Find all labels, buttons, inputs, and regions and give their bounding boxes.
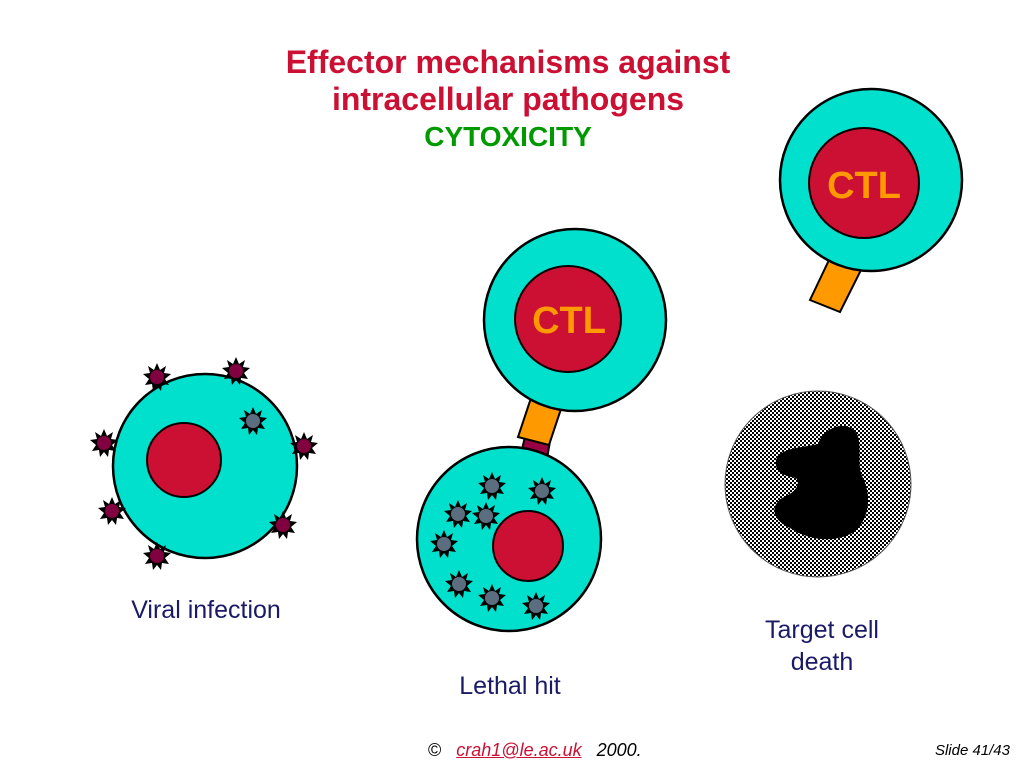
caption-target-cell-death: Target cell death (732, 614, 912, 678)
title-line-1: Effector mechanisms against (285, 44, 731, 80)
footer-year: 2000. (596, 740, 642, 760)
ctl-label: CTL (827, 165, 901, 207)
target-nucleus (492, 510, 564, 582)
fragmented-nucleus-icon (774, 425, 869, 540)
title-subtitle: CYTOXICITY (424, 121, 592, 152)
ctl-cell-free: CTL (778, 87, 964, 314)
caption-viral-infection: Viral infection (131, 596, 281, 624)
ctl-nucleus (808, 127, 920, 239)
footer-credit: © crah1@le.ac.uk 2000. (428, 740, 642, 761)
ctl-label: CTL (532, 300, 606, 342)
infected-nucleus (146, 422, 222, 498)
author-email-link[interactable]: crah1@le.ac.uk (456, 740, 582, 760)
slide-number: Slide 41/43 (934, 742, 1010, 759)
dying-cell (724, 390, 912, 578)
caption-lethal-hit: Lethal hit (459, 672, 561, 700)
caption-target-line-1: Target cell (765, 616, 879, 644)
slide-title: Effector mechanisms against intracellula… (208, 44, 808, 155)
infected-cell (90, 357, 318, 570)
copyright-symbol: © (428, 740, 442, 760)
title-line-2: intracellular pathogens (331, 81, 685, 117)
ctl-nucleus (514, 265, 622, 373)
lethal-hit-group: CTL (415, 227, 668, 633)
caption-target-line-2: death (790, 648, 854, 676)
